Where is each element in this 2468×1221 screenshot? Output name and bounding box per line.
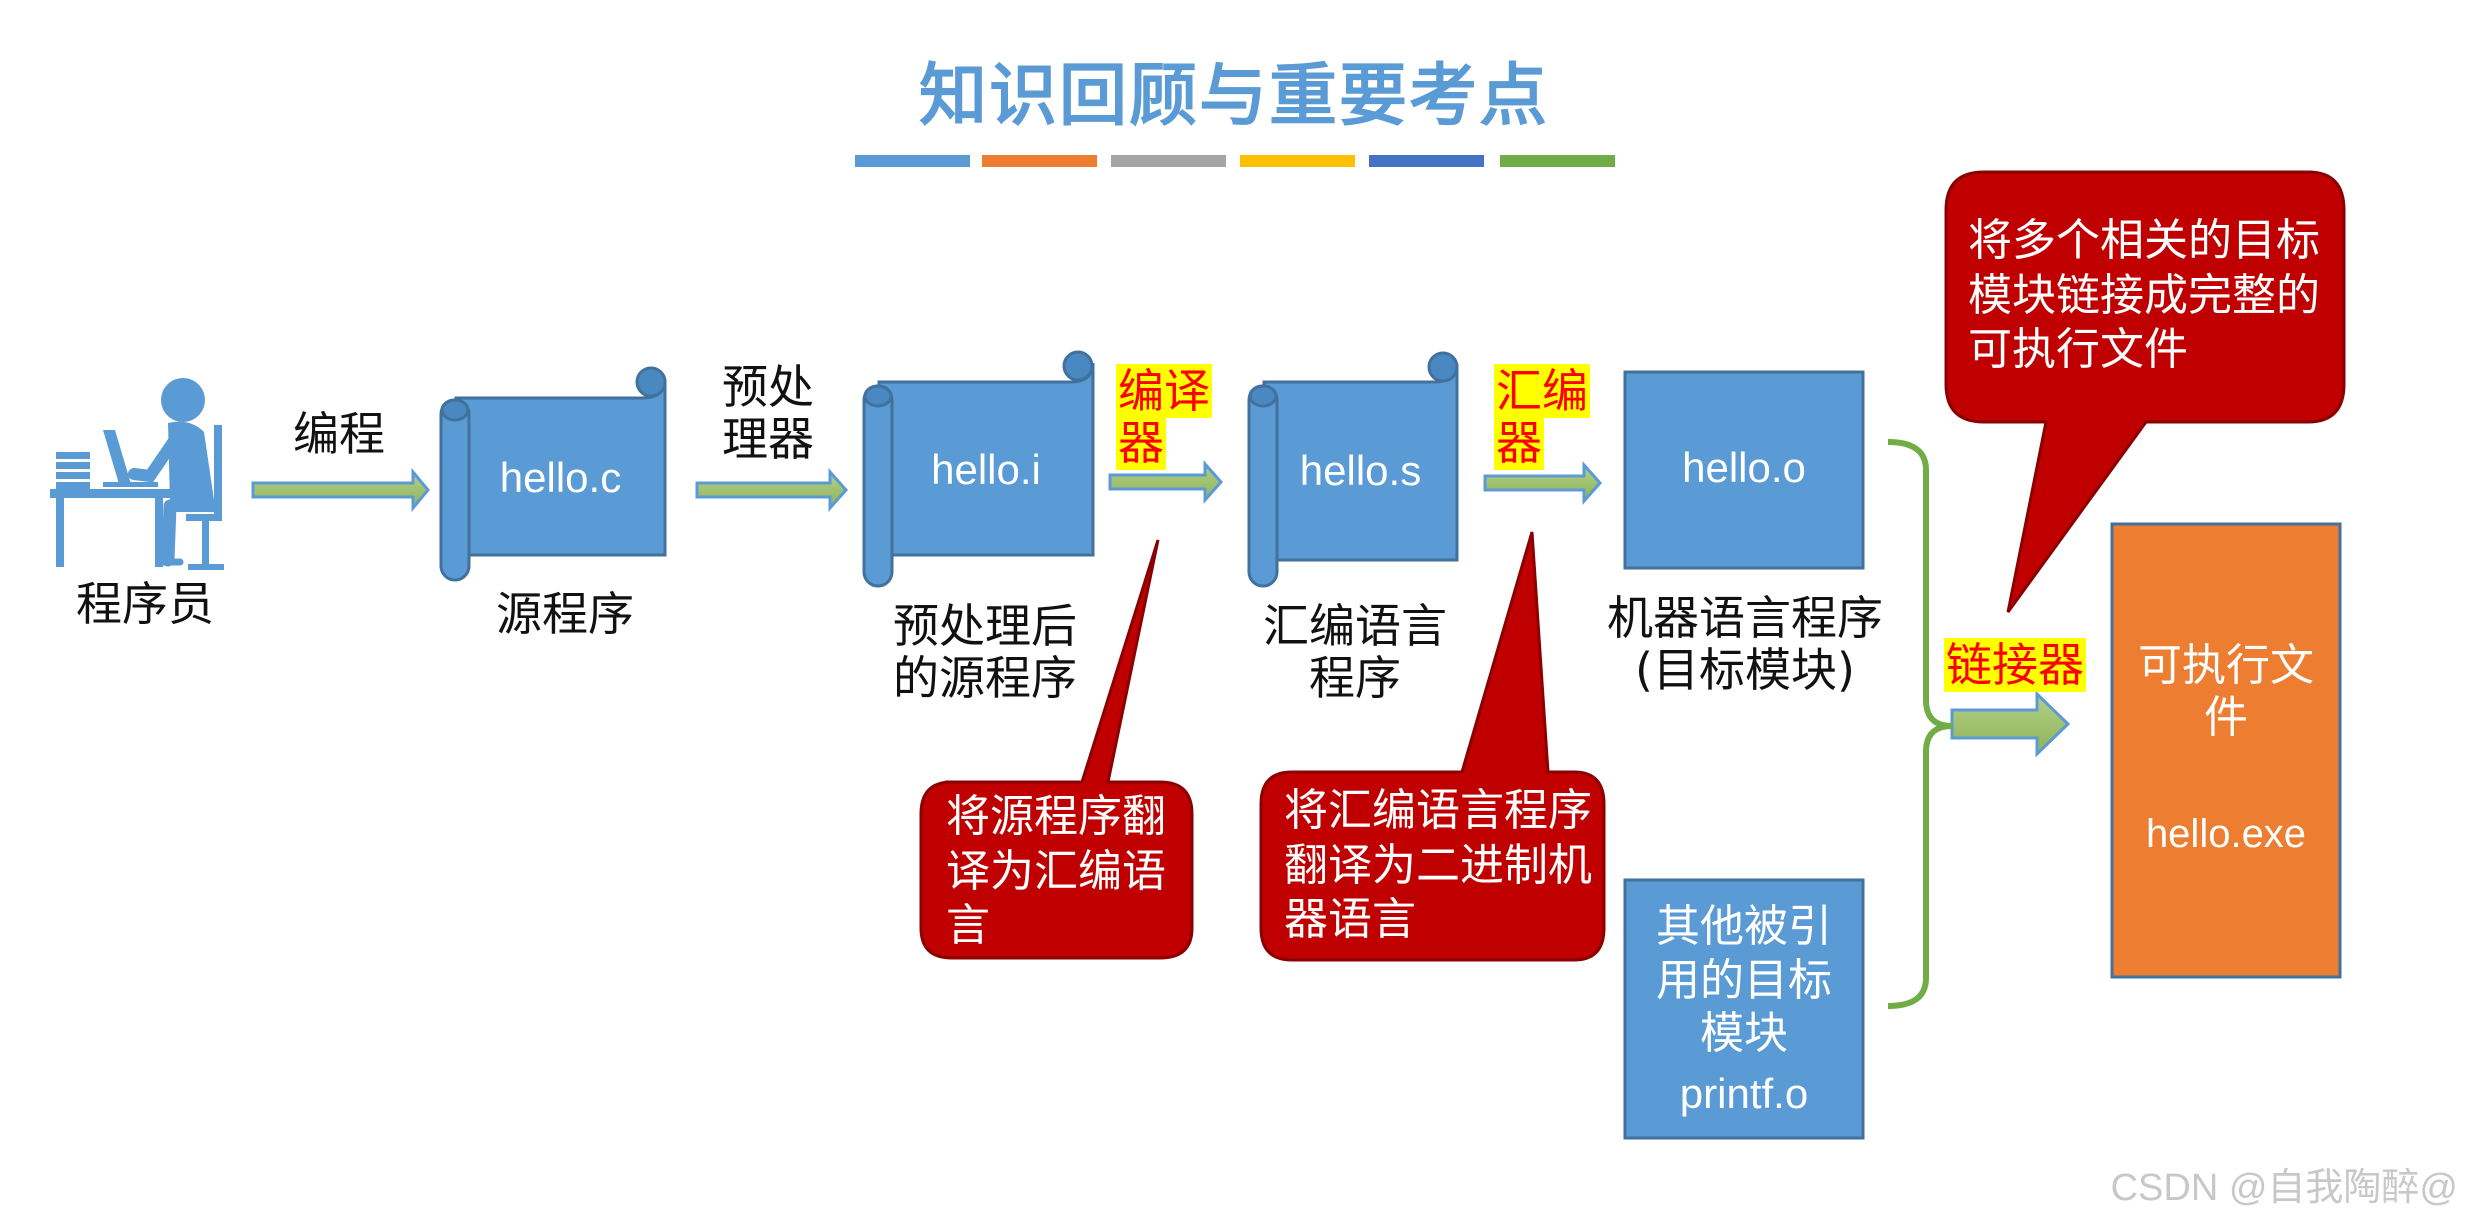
assembly-program-caption: 汇编语言程序 [1263, 599, 1447, 706]
printf-o-filename: printf.o [1679, 1070, 1809, 1117]
arrow-linker [1950, 690, 2071, 758]
linker-callout-text: 将多个相关的目标模块链接成完整的可执行文件 [1968, 215, 2320, 376]
arrow-assembler [1483, 461, 1603, 505]
linker-step-label: 链接器 [1944, 638, 2086, 692]
color-bar-segment [855, 155, 970, 167]
executable-filename: hello.exe [2145, 812, 2307, 856]
watermark: CSDN @自我陶醉@ [2110, 1167, 2458, 1209]
title-color-bar [855, 155, 1615, 167]
programmer-icon [50, 378, 224, 570]
assembler-callout-shape [1259, 531, 1606, 962]
color-bar-segment [1500, 155, 1615, 167]
compiler-callout-shape [919, 539, 1194, 960]
assembler-callout-text: 将汇编语言程序翻译为二进制机器语言 [1284, 785, 1592, 946]
arrow-preprocessor [695, 468, 849, 512]
compiler-step-label: 编译器 [1116, 364, 1226, 470]
color-bar-segment [1111, 155, 1226, 167]
other-object-description: 其他被引用的目标模块 [1656, 901, 1832, 1060]
printf-o-box [1623, 878, 1865, 1140]
preprocessed-program-caption: 预处理后的源程序 [893, 599, 1077, 706]
linker-label-text: 链接器 [1944, 638, 2086, 692]
compiler-callout-text: 将源程序翻译为汇编语言 [946, 791, 1166, 952]
hello-o-box [1623, 370, 1865, 570]
scroll-hello-c [439, 366, 667, 582]
scroll-hello-s [1247, 351, 1459, 588]
executable-description: 可执行文件 [2138, 640, 2314, 743]
programming-step-label: 编程 [293, 407, 385, 461]
color-bar-segment [982, 155, 1097, 167]
source-program-caption: 源程序 [496, 587, 634, 641]
hello-i-filename: hello.i [931, 446, 1041, 493]
hello-s-filename: hello.s [1299, 447, 1422, 494]
arrow-compiler [1108, 460, 1224, 504]
preprocessor-step-label: 预处理器 [722, 360, 814, 466]
object-module-caption: 机器语言程序(目标模块) [1607, 591, 1883, 698]
compiler-label-text: 编译器 [1116, 364, 1212, 470]
linker-callout-shape [1944, 170, 2346, 613]
executable-box [2110, 522, 2342, 979]
hello-o-filename: hello.o [1682, 444, 1806, 491]
assembler-label-text: 汇编器 [1494, 364, 1590, 470]
programmer-label: 程序员 [76, 577, 214, 631]
arrow-programming [251, 467, 430, 513]
scroll-hello-i [862, 350, 1095, 588]
color-bar-segment [1369, 155, 1484, 167]
color-bar-segment [1240, 155, 1355, 167]
page-title: 知识回顾与重要考点 [918, 56, 1549, 136]
assembler-step-label: 汇编器 [1494, 364, 1604, 470]
linker-bracket [1887, 439, 1953, 1009]
hello-c-filename: hello.c [499, 454, 622, 501]
